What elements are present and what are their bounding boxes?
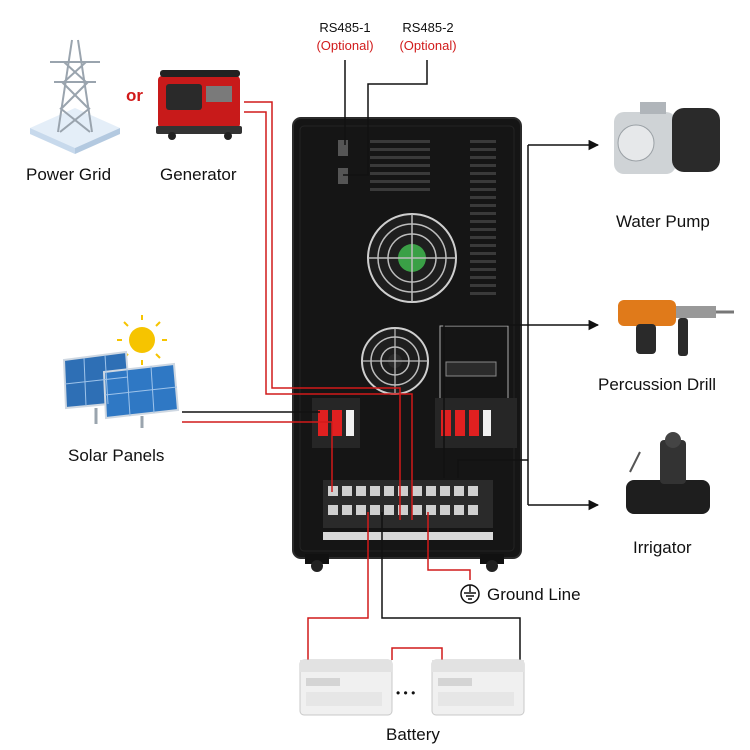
percussion-drill-icon — [618, 300, 734, 356]
power-grid-icon — [30, 39, 120, 154]
ground-wire — [427, 512, 471, 580]
rs485-2-label: RS485-2 — [402, 20, 454, 35]
or-label: or — [126, 86, 143, 105]
battery-ellipsis: • • • — [396, 686, 416, 700]
irrigator-valve-icon — [626, 432, 710, 514]
rs485-2-optional-note: (Optional) — [399, 38, 457, 53]
power-grid-label: Power Grid — [26, 165, 112, 184]
battery-unit-1 — [299, 659, 393, 716]
water-pump-icon — [614, 102, 720, 174]
breaker-panel — [312, 325, 517, 448]
rs485-1-label: RS485-1 — [319, 20, 371, 35]
generator-icon — [156, 70, 242, 140]
irrigator-label: Irrigator — [633, 538, 692, 557]
pv-input-wire — [182, 411, 333, 492]
rs485-cables — [343, 60, 428, 176]
rs485-1-optional-note: (Optional) — [316, 38, 374, 53]
terminal-block — [323, 480, 493, 540]
solar-panel-icon — [62, 350, 180, 428]
cooling-fan-large — [367, 213, 457, 303]
percussion-drill-label: Percussion Drill — [598, 375, 717, 394]
ac-output-wire — [443, 139, 600, 511]
ac-input-wire — [244, 101, 413, 520]
cooling-fan-small — [361, 327, 429, 395]
battery-wires — [307, 512, 521, 660]
ground-symbol-icon — [460, 584, 480, 604]
ground-line-label: Ground Line — [487, 585, 581, 604]
water-pump-label: Water Pump — [616, 212, 710, 231]
battery-unit-2 — [431, 659, 525, 716]
solar-panels-label: Solar Panels — [68, 446, 165, 465]
generator-label: Generator — [160, 165, 237, 184]
battery-label: Battery — [386, 725, 440, 744]
cabinet-wheels — [305, 554, 504, 572]
